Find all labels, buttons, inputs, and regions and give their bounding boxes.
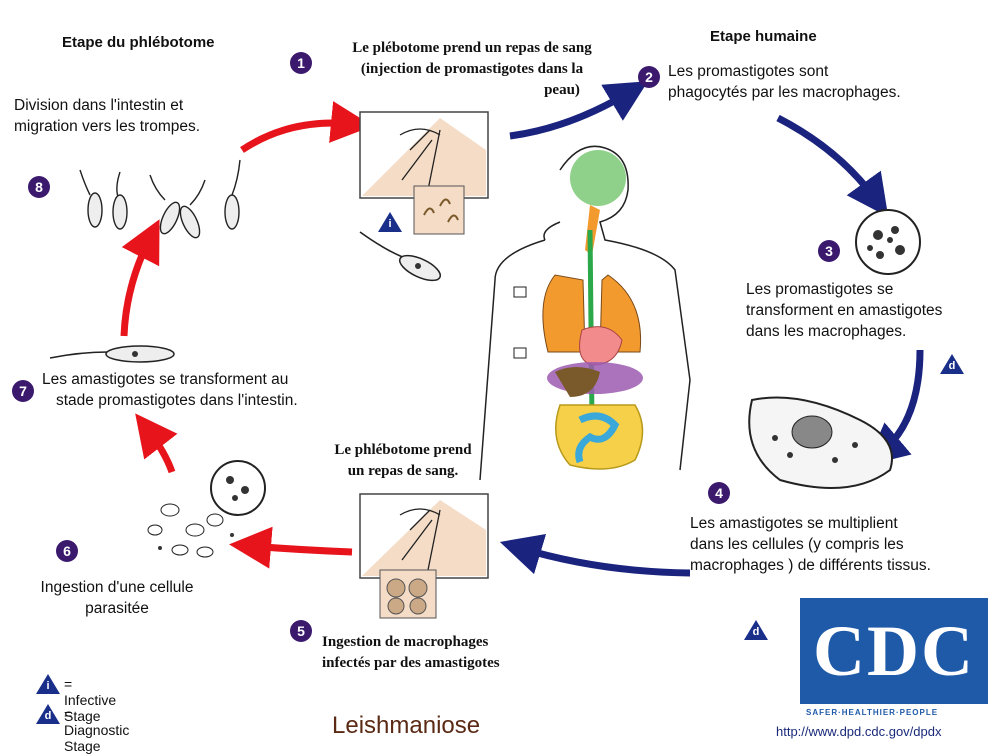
step-4-marker: 4 — [708, 482, 730, 504]
macrophage-illustration — [856, 210, 920, 274]
step-6-line-2: parasitée — [22, 599, 212, 620]
step-7-text: Les amastigotes se transforment au stade… — [42, 370, 298, 412]
cdc-logo: CDC — [800, 598, 988, 704]
step-8-line-1: Division dans l'intestin et — [14, 96, 200, 117]
step-3-line-1: Les promastigotes se — [746, 280, 942, 301]
step-3-text: Les promastigotes se transforment en ama… — [746, 280, 942, 343]
step-5-text: Ingestion de macrophages infectés par de… — [322, 632, 500, 674]
step-8-marker: 8 — [28, 176, 50, 198]
step-7-marker: 7 — [12, 380, 34, 402]
step-1-line-3: peau) — [322, 80, 622, 101]
step-8-text: Division dans l'intestin et migration ve… — [14, 96, 200, 138]
step-6-line-1: Ingestion d'une cellule — [22, 578, 212, 599]
step-4-text: Les amastigotes se multiplient dans les … — [690, 514, 931, 577]
diagram-title: Leishmaniose — [332, 712, 480, 740]
diagnostic-badge-step4: d — [744, 620, 768, 640]
cdc-logo-text: CDC — [800, 598, 988, 704]
diagnostic-badge-step3: d — [940, 354, 964, 374]
arrow-6-to-7 — [148, 430, 172, 472]
step-1-text: Le plébotome prend un repas de sang (inj… — [322, 38, 622, 101]
arrow-7-to-8 — [124, 238, 150, 336]
cdc-tagline: SAFER·HEALTHIER·PEOPLE — [806, 708, 938, 717]
step-3-line-2: transforment en amastigotes — [746, 301, 942, 322]
infective-badge-step1: i — [378, 212, 402, 232]
arrow-3-to-4 — [882, 350, 920, 452]
step-5-line-2: infectés par des amastigotes — [322, 653, 500, 674]
ruptured-cell-illustration — [148, 461, 265, 557]
step-6-text: Ingestion d'une cellule parasitée — [22, 578, 212, 620]
step-5-blood-meal-line-2: un repas de sang. — [308, 461, 498, 482]
arrow-5-to-6 — [250, 546, 352, 552]
step-7-line-2: stade promastigotes dans l'intestin. — [42, 391, 298, 412]
step-2-line-1: Les promastigotes sont — [668, 62, 901, 83]
step-1-line-2: (injection de promastigotes dans la — [322, 59, 622, 80]
step-5-blood-meal-line-1: Le phlébotome prend — [308, 440, 498, 461]
human-body-illustration — [480, 146, 690, 480]
arrow-8-to-1 — [242, 123, 352, 150]
step-6-marker: 6 — [56, 540, 78, 562]
diagnostic-badge-label-step4: d — [744, 626, 768, 638]
infected-cell-illustration — [749, 398, 892, 489]
infective-legend-icon-label: i — [36, 680, 60, 692]
legend-diagnostic-text: = Diagnostic Stage — [64, 706, 129, 754]
step-4-line-2: dans les cellules (y compris les — [690, 535, 931, 556]
diagnostic-badge-label-step3: d — [940, 360, 964, 372]
promastigotes-stage8-illustration — [80, 160, 240, 240]
sandfly-bite-panel-bottom — [360, 494, 488, 618]
step-3-line-3: dans les macrophages. — [746, 322, 942, 343]
promastigote-stage7-illustration — [50, 346, 174, 362]
step-5-marker: 5 — [290, 620, 312, 642]
step-2-text: Les promastigotes sont phagocytés par le… — [668, 62, 901, 104]
step-2-marker: 2 — [638, 66, 660, 88]
sandfly-stage-header: Etape du phlébotome — [62, 34, 215, 51]
human-stage-header: Etape humaine — [710, 28, 817, 45]
step-1-line-1: Le plébotome prend un repas de sang — [322, 38, 622, 59]
infective-badge-label: i — [378, 218, 402, 230]
promastigote-illustration — [360, 232, 444, 285]
step-5-blood-meal-text: Le phlébotome prend un repas de sang. — [308, 440, 498, 482]
arrow-4-to-5 — [520, 548, 690, 573]
step-5-line-1: Ingestion de macrophages — [322, 632, 500, 653]
diagnostic-legend-icon-label: d — [36, 710, 60, 722]
step-8-line-2: migration vers les trompes. — [14, 117, 200, 138]
cdc-url[interactable]: http://www.dpd.cdc.gov/dpdx — [776, 724, 941, 739]
arrow-2-to-3 — [778, 118, 876, 200]
step-1-marker: 1 — [290, 52, 312, 74]
step-3-marker: 3 — [818, 240, 840, 262]
step-4-line-1: Les amastigotes se multiplient — [690, 514, 931, 535]
step-4-line-3: macrophages ) de différents tissus. — [690, 556, 931, 577]
step-7-line-1: Les amastigotes se transforment au — [42, 370, 298, 391]
step-2-line-2: phagocytés par les macrophages. — [668, 83, 901, 104]
